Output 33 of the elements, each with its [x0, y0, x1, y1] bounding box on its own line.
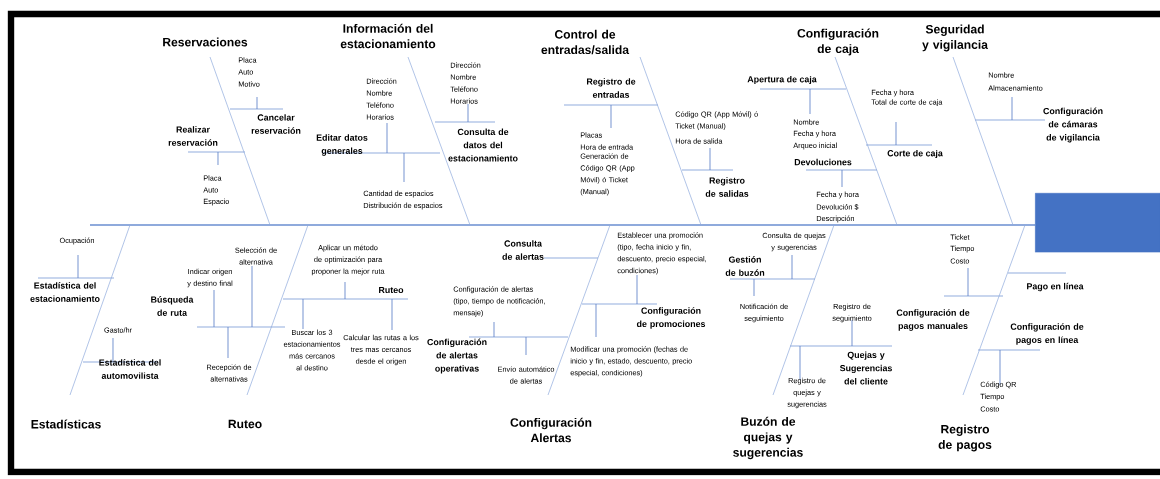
cause-label: Devoluciones — [794, 158, 852, 166]
cause-label: Registro de salidas — [705, 177, 749, 197]
cause-label: Ruteo — [379, 286, 404, 294]
cause-label: Consulta de datos del estacionamiento — [448, 128, 518, 162]
category-heading: Reservaciones — [163, 37, 248, 47]
cause-label: Consulta de alertas — [502, 240, 544, 260]
cause-label: Configuración de pagos en línea — [1010, 323, 1084, 345]
category-heading: Buzón de quejas y sugerencias — [733, 416, 803, 460]
cause-label: Gestión de buzón — [725, 256, 765, 276]
category-heading: Información del estacionamiento — [340, 23, 436, 49]
cause-label: Realizar reservación — [168, 126, 218, 146]
category-heading: Registro de pagos — [938, 424, 992, 452]
cause-label: Configuración de cámaras de vigilancia — [1043, 107, 1103, 143]
cause-label: Corte de caja — [887, 149, 943, 159]
category-heading: Seguridad y vigilancia — [922, 24, 988, 52]
cause-label: Búsqueda de ruta — [151, 296, 194, 316]
cause-label: Registro de entradas — [587, 78, 636, 98]
cause-label: Configuración de pagos manuales — [896, 309, 970, 331]
category-heading: Estadísticas — [31, 419, 101, 429]
cause-label: Cancelar reservación — [251, 114, 301, 134]
cause-label: Configuración de alertas operativas — [427, 338, 487, 374]
cause-label: Configuración de promociones — [636, 307, 706, 329]
cause-label: Apertura de caja — [747, 75, 817, 85]
cause-label: Editar datos generales — [316, 134, 368, 156]
cause-label: Pago en línea — [1027, 282, 1084, 292]
cause-label: Quejas y Sugerencias del cliente — [839, 351, 892, 385]
head-box — [1035, 193, 1160, 253]
category-heading: Control de entradas/salida — [541, 29, 630, 55]
category-heading: Ruteo — [228, 419, 262, 429]
cause-label: Estadística del automovilista — [99, 359, 161, 379]
category-heading: Configuración Alertas — [510, 417, 592, 443]
cause-label: Estadística del estacionamiento — [30, 282, 100, 302]
category-heading: Configuración de caja — [797, 28, 879, 56]
